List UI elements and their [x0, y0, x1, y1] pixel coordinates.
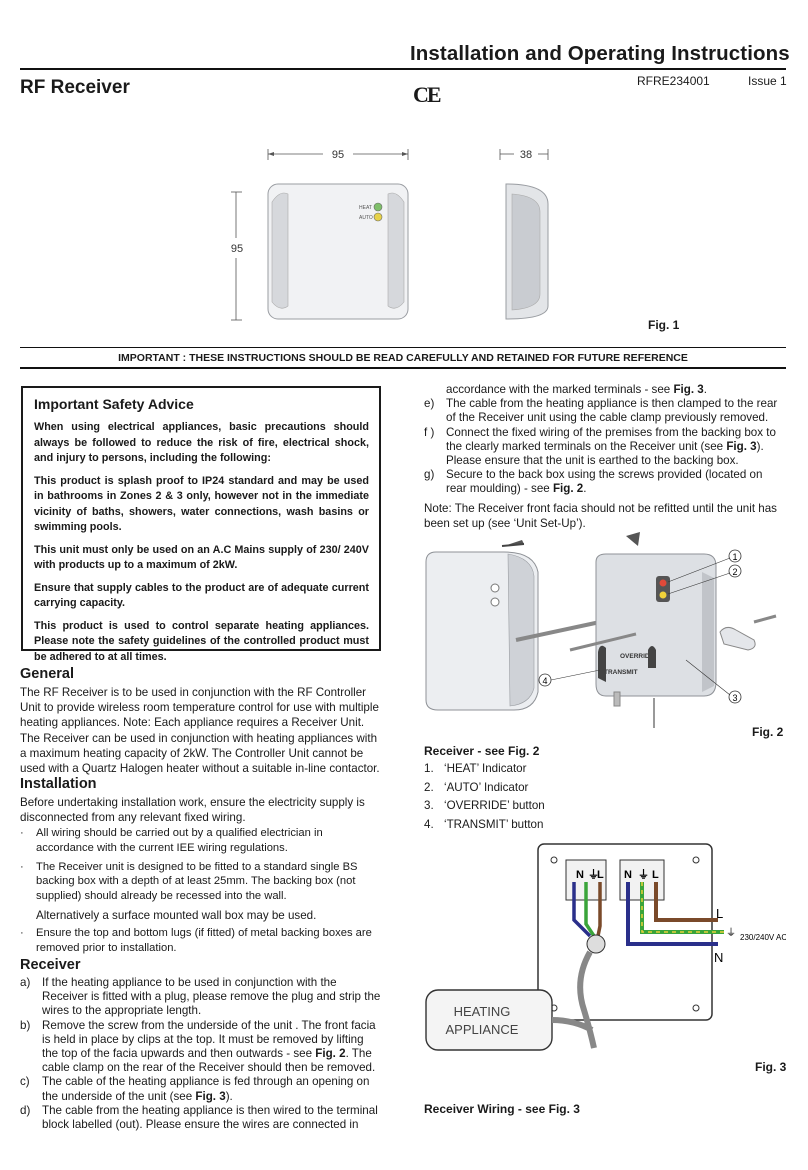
safety-paragraph: When using electrical appliances, basic … [34, 421, 369, 464]
fig2-callout-2: 2 [732, 567, 737, 577]
fig1-dimension-drawing: 95 95 HEAT AUTO 38 [231, 149, 549, 321]
fig2-callout-4: 4 [542, 676, 547, 686]
safety-paragraph: This unit must only be used on an A.C Ma… [34, 543, 369, 572]
fig2-caption: Fig. 2 [752, 725, 784, 739]
earth-icon: ⏚ [588, 868, 599, 881]
safety-title: Important Safety Advice [34, 396, 194, 412]
fig3-caption: Fig. 3 [755, 1060, 787, 1074]
list-item: 2.‘AUTO’ Indicator [424, 780, 529, 794]
important-rule-top [20, 347, 786, 348]
installation-alternative: Alternatively a surface mounted wall box… [36, 908, 317, 922]
earth-icon: ⏚ [726, 927, 736, 939]
ce-mark: CE [413, 82, 442, 107]
safety-paragraph: This product is splash proof to IP24 sta… [34, 474, 369, 534]
general-heading: General [20, 666, 74, 682]
fig1-auto-label: AUTO [359, 215, 373, 221]
list-item: 4.‘TRANSMIT’ button [424, 817, 544, 831]
fig1-width-label: 95 [332, 149, 344, 161]
auto-led-icon [373, 212, 383, 222]
list-item: All wiring should be carried out by a qu… [20, 826, 382, 856]
heat-led-icon [373, 202, 383, 212]
document-header-title: Installation and Operating Instructions [410, 42, 790, 65]
earth-icon: ⏚ [638, 868, 649, 881]
fig2-override-label: OVERRIDE [620, 653, 655, 660]
list-item: a)If the heating appliance to be used in… [20, 976, 381, 1018]
list-item: 3.‘OVERRIDE’ button [424, 799, 545, 813]
general-paragraph: The RF Receiver is to be used in conjunc… [20, 686, 379, 730]
document-title: RF Receiver [20, 77, 130, 98]
installation-bullets: All wiring should be carried out by a qu… [20, 826, 382, 960]
issue-number: Issue 1 [748, 74, 787, 88]
document-number: RFRE234001 [637, 74, 710, 88]
fig1-caption: Fig. 1 [648, 318, 680, 332]
terminal-n-left: N [576, 869, 584, 881]
fig3-wiring-diagram: N ⏚ L N ⏚ L L ⏚ 230/240V AC N HEATING AP… [425, 843, 786, 1051]
fig1-heat-label: HEAT [359, 205, 372, 211]
list-item: f )Connect the fixed wiring of the premi… [424, 425, 776, 468]
fig2-receiver-illustration: OVERRIDE TRANSMIT 1 2 3 4 [425, 532, 777, 728]
fig1-depth-label: 38 [520, 149, 532, 161]
important-rule-bottom [20, 367, 786, 369]
list-item: d)The cable from the heating appliance i… [20, 1103, 378, 1132]
fig1-height-label: 95 [231, 243, 243, 255]
receiver-note: Note: The Receiver front facia should no… [424, 501, 777, 530]
list-item: c)The cable of the heating appliance is … [20, 1075, 370, 1103]
safety-advice-box: Important Safety Advice When using elect… [21, 386, 381, 663]
fig2-legend-heading: Receiver - see Fig. 2 [424, 744, 540, 758]
terminal-l-left: L [597, 869, 604, 881]
important-notice: IMPORTANT : THESE INSTRUCTIONS SHOULD BE… [118, 352, 688, 364]
receiver-heading: Receiver [20, 957, 81, 973]
fig3-supply-label: 230/240V AC [740, 933, 786, 942]
terminal-n-right: N [624, 869, 632, 881]
list-item: e)The cable from the heating appliance i… [424, 397, 778, 425]
fig3-neutral-label: N [714, 950, 723, 965]
list-item: accordance with the marked terminals - s… [446, 383, 707, 396]
list-item: The Receiver unit is designed to be fitt… [20, 860, 382, 904]
header-rule [20, 68, 786, 70]
heating-appliance-line2: APPLIANCE [446, 1022, 519, 1037]
list-item: 1.‘HEAT’ Indicator [424, 762, 527, 775]
heating-appliance-line1: HEATING [454, 1004, 511, 1019]
list-item: b)Remove the screw from the underside of… [20, 1018, 376, 1075]
fig2-transmit-label: TRANSMIT [604, 669, 638, 676]
safety-paragraph: This product is used to control separate… [34, 619, 369, 663]
list-item: Ensure the top and bottom lugs (if fitte… [20, 926, 382, 956]
safety-paragraph: Ensure that supply cables to the product… [34, 581, 369, 610]
receiver-steps-right: accordance with the marked terminals - s… [424, 383, 786, 531]
fig3-heading: Receiver Wiring - see Fig. 3 [424, 1102, 580, 1116]
installation-intro: Before undertaking installation work, en… [20, 796, 365, 825]
general-paragraph: The Receiver can be used in conjunction … [20, 732, 380, 776]
installation-heading: Installation [20, 776, 97, 792]
fig2-callout-1: 1 [732, 552, 737, 562]
fig2-callout-3: 3 [732, 693, 737, 703]
receiver-steps-left: a)If the heating appliance to be used in… [20, 976, 382, 1132]
list-item: g)Secure to the back box using the screw… [424, 468, 763, 496]
fig3-line-label: L [716, 906, 723, 921]
terminal-l-right: L [652, 869, 659, 881]
fig2-legend: 1.‘HEAT’ Indicator 2.‘AUTO’ Indicator 3.… [424, 760, 786, 834]
